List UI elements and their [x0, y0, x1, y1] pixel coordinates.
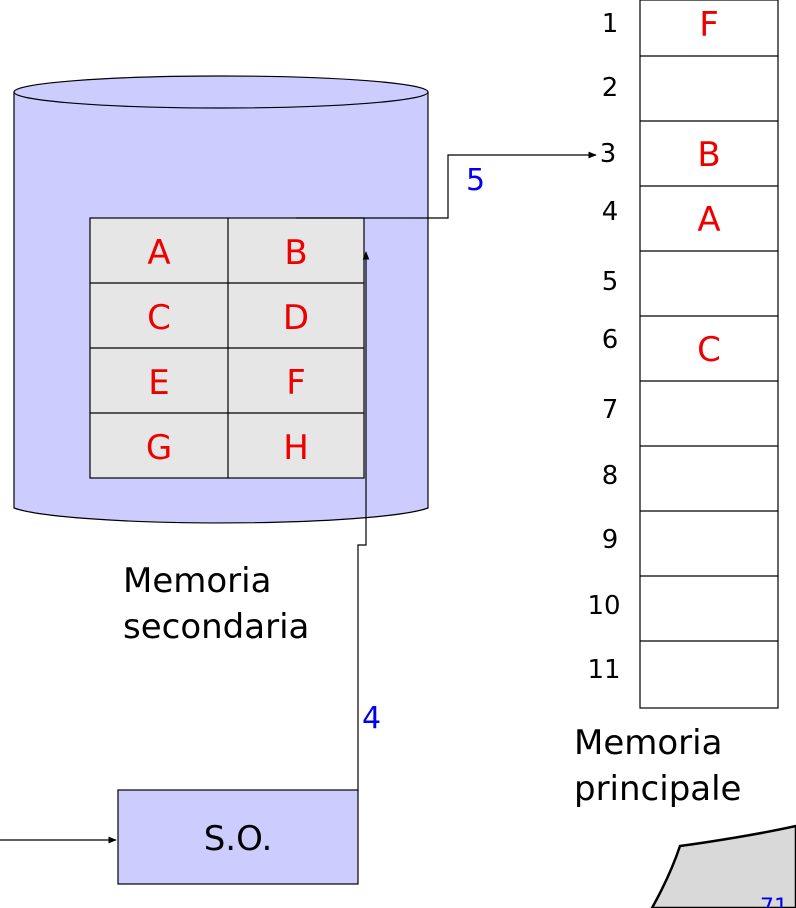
main-memory-label-line2: principale — [574, 769, 741, 809]
frame-number: 2 — [602, 73, 619, 103]
frame-number: 3 — [600, 139, 617, 169]
main-memory-frames: F B A C — [639, 0, 779, 709]
page-curl-corner — [650, 824, 796, 908]
frame-number: 9 — [602, 525, 619, 555]
os-label: S.O. — [204, 819, 273, 859]
step-5-label: 5 — [466, 163, 485, 198]
page-cell: E — [148, 363, 169, 403]
secondary-memory-label-line1: Memoria — [123, 561, 271, 601]
page-number: 71 — [760, 895, 788, 908]
frame-numbers: 1 2 3 4 5 6 7 8 9 10 11 — [587, 9, 620, 685]
page-cell: D — [283, 298, 309, 338]
frame-content: A — [697, 200, 720, 240]
frame-number: 5 — [602, 267, 619, 297]
frame-content: B — [697, 135, 720, 175]
frame-number: 8 — [602, 461, 619, 491]
frame-number: 7 — [602, 395, 619, 425]
secondary-pages-table: A B C D E F G H — [89, 217, 365, 479]
secondary-memory-label-line2: secondaria — [123, 607, 309, 647]
frame-number: 11 — [587, 655, 620, 685]
os-box — [117, 789, 359, 885]
page-cell: A — [147, 233, 170, 273]
arrow-step-4 — [357, 251, 370, 790]
frame-number: 6 — [602, 325, 619, 355]
main-memory-label-line1: Memoria — [574, 723, 722, 763]
page-cell: H — [283, 428, 309, 468]
step-4-label: 4 — [362, 701, 381, 736]
page-cell: B — [284, 233, 307, 273]
page-cell: F — [286, 363, 306, 403]
page-cell: C — [147, 298, 171, 338]
page-cell: G — [146, 428, 172, 468]
frame-number: 10 — [587, 591, 620, 621]
frame-content: C — [697, 330, 721, 370]
arrow-step-5 — [296, 151, 597, 219]
frame-number: 1 — [602, 9, 619, 39]
frame-content: F — [699, 5, 719, 45]
frame-number: 4 — [602, 197, 619, 227]
